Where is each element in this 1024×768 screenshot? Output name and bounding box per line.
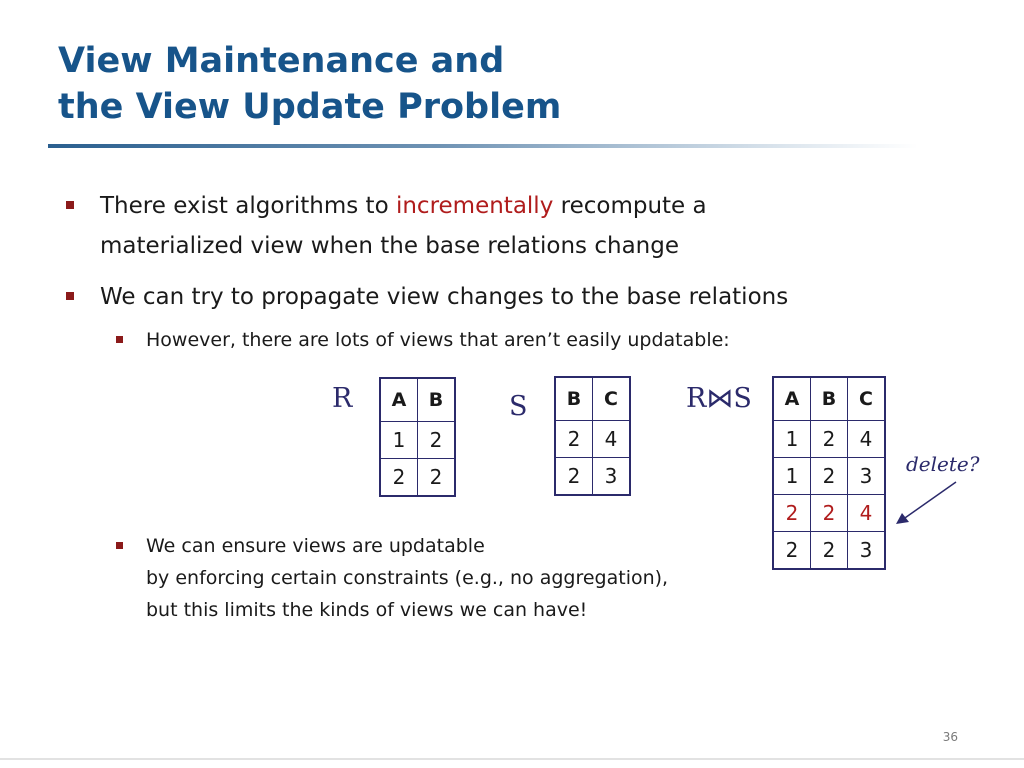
table-cell: 4 bbox=[847, 420, 886, 458]
table-row: 1 2 bbox=[379, 421, 456, 459]
table-cell: 3 bbox=[592, 457, 631, 496]
table-cell: 2 bbox=[772, 531, 811, 570]
subbullet-line: by enforcing certain constraints (e.g., … bbox=[146, 567, 669, 589]
column-header: A bbox=[772, 376, 811, 421]
table-cell: 4 bbox=[592, 420, 631, 458]
column-header: B bbox=[810, 376, 848, 421]
table-cell: 2 bbox=[772, 494, 811, 532]
bullet-text: There exist algorithms to bbox=[100, 193, 396, 219]
subbullet-not-updatable: However, there are lots of views that ar… bbox=[116, 324, 946, 356]
subbullet-line: but this limits the kinds of views we ca… bbox=[146, 599, 588, 621]
arrow-icon bbox=[896, 481, 957, 524]
subbullet-text: However, there are lots of views that ar… bbox=[146, 329, 730, 351]
table-cell: 2 bbox=[417, 458, 456, 497]
table-header-row: A B bbox=[379, 377, 456, 422]
delete-annotation: delete? bbox=[906, 452, 980, 476]
table-cell: 4 bbox=[847, 494, 886, 532]
table-cell: 2 bbox=[810, 457, 848, 495]
relation-r-table: A B 1 2 2 2 bbox=[379, 377, 456, 497]
table-row: 2 4 bbox=[554, 420, 631, 458]
table-cell: 1 bbox=[772, 420, 811, 458]
relation-r-label: R bbox=[332, 383, 353, 414]
bullet-square-icon bbox=[66, 201, 74, 209]
bullet-square-icon bbox=[66, 292, 74, 300]
table-cell: 3 bbox=[847, 531, 886, 570]
bullet-text: recompute a bbox=[553, 193, 707, 219]
table-row: 2 3 bbox=[554, 457, 631, 496]
table-header-row: B C bbox=[554, 376, 631, 421]
table-header-row: A B C bbox=[772, 376, 886, 421]
column-header: B bbox=[554, 376, 593, 421]
slide-title: View Maintenance and the View Update Pro… bbox=[58, 38, 561, 130]
bullet-line: There exist algorithms to incrementally … bbox=[100, 186, 960, 226]
subbullet-constraints: We can ensure views are updatable by enf… bbox=[116, 530, 786, 626]
table-row: 1 2 4 bbox=[772, 420, 886, 458]
relation-s-label: S bbox=[509, 391, 528, 422]
bullet-square-icon bbox=[116, 542, 123, 549]
table-cell: 3 bbox=[847, 457, 886, 495]
table-cell: 2 bbox=[810, 531, 848, 570]
bullet-line: materialized view when the base relation… bbox=[100, 233, 679, 259]
table-row: 1 2 3 bbox=[772, 457, 886, 495]
column-header: C bbox=[847, 376, 886, 421]
table-cell: 2 bbox=[810, 420, 848, 458]
table-cell: 2 bbox=[810, 494, 848, 532]
subbullet-line: We can ensure views are updatable bbox=[146, 535, 485, 557]
relation-join-table: A B C 1 2 4 1 2 3 2 2 4 2 2 3 bbox=[772, 376, 886, 570]
table-cell: 2 bbox=[554, 420, 593, 458]
relation-s-table: B C 2 4 2 3 bbox=[554, 376, 631, 496]
page-number: 36 bbox=[942, 730, 958, 744]
relation-join-label: R⋈S bbox=[686, 383, 752, 414]
bullet-square-icon bbox=[116, 336, 123, 343]
title-line-2: the View Update Problem bbox=[58, 87, 562, 127]
title-line-1: View Maintenance and bbox=[58, 41, 505, 81]
table-cell: 2 bbox=[554, 457, 593, 496]
column-header: C bbox=[592, 376, 631, 421]
bullet-text: We can try to propagate view changes to … bbox=[100, 284, 789, 310]
column-header: B bbox=[417, 377, 456, 422]
table-row: 2 2 bbox=[379, 458, 456, 497]
bullet-incremental: There exist algorithms to incrementally … bbox=[66, 186, 960, 266]
table-cell: 2 bbox=[379, 458, 418, 497]
table-cell: 2 bbox=[417, 421, 456, 459]
title-divider bbox=[48, 144, 918, 148]
bullet-propagate: We can try to propagate view changes to … bbox=[66, 277, 980, 317]
highlight-word: incrementally bbox=[395, 193, 554, 219]
footer-divider bbox=[0, 758, 1024, 760]
table-cell: 1 bbox=[772, 457, 811, 495]
table-cell: 1 bbox=[379, 421, 418, 459]
table-row: 2 2 3 bbox=[772, 531, 886, 570]
column-header: A bbox=[379, 377, 418, 422]
highlighted-table-row: 2 2 4 bbox=[772, 494, 886, 532]
